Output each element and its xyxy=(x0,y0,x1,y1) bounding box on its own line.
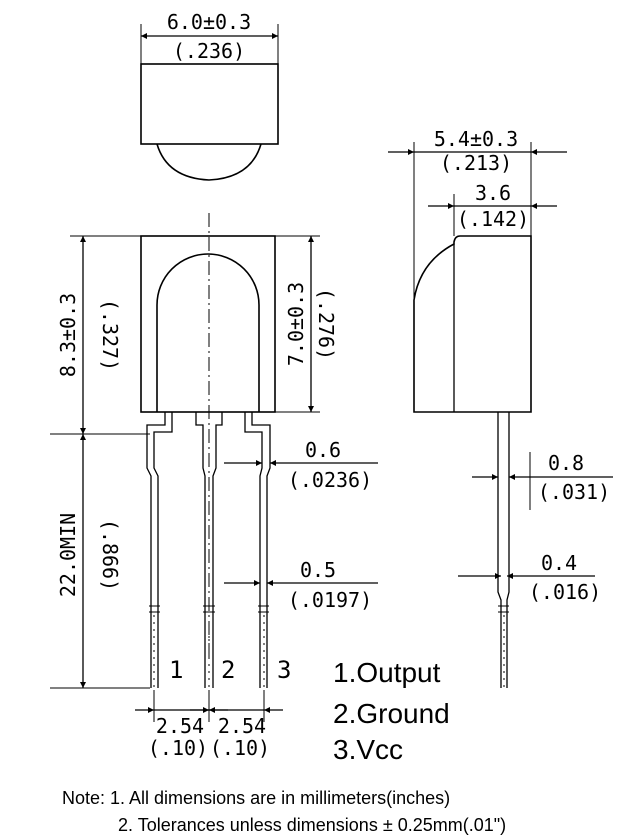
lead-width-lower-mm: 0.5 xyxy=(300,558,336,582)
lead-width-lower-inch: (.0197) xyxy=(288,588,372,612)
front-body xyxy=(140,235,276,413)
lead-1 xyxy=(146,412,173,688)
lead-2 xyxy=(195,412,223,688)
pin-function-list: 1.Output 2.Ground 3.Vcc xyxy=(333,657,450,765)
lead-width-upper-mm: 0.6 xyxy=(305,438,341,462)
pitch-left-inch: (.10) xyxy=(148,736,208,760)
notes: Note: 1. All dimensions are in millimete… xyxy=(62,788,506,835)
lead-3 xyxy=(244,412,271,688)
top-width-inch: (.236) xyxy=(173,39,245,63)
side-lead-lower-inch: (.016) xyxy=(529,580,601,604)
pin-number-1: 1 xyxy=(169,656,183,684)
side-depth-mm: 5.4±0.3 xyxy=(434,127,518,151)
side-lens-inch: (.142) xyxy=(457,207,529,231)
side-lead-lower-mm: 0.4 xyxy=(541,551,577,575)
pitch-left-mm: 2.54 xyxy=(156,714,204,738)
side-lens-mm: 3.6 xyxy=(475,181,511,205)
lens-height-mm: 7.0±0.3 xyxy=(284,282,308,366)
pin-label-output: 1.Output xyxy=(333,657,441,688)
pin-number-2: 2 xyxy=(221,656,235,684)
top-view-lens-dome xyxy=(156,143,262,181)
pitch-right-inch: (.10) xyxy=(210,736,270,760)
side-lead-upper-inch: (.031) xyxy=(538,480,610,504)
pin-number-3: 3 xyxy=(277,656,291,684)
front-lens-dome xyxy=(156,253,260,412)
top-view-body xyxy=(140,63,279,145)
body-height-inch: (.327) xyxy=(98,299,122,371)
lead-width-upper-inch: (.0236) xyxy=(288,468,372,492)
pin-label-ground: 2.Ground xyxy=(333,698,450,729)
lead-length-mm: 22.0MIN xyxy=(56,513,80,597)
top-width-mm: 6.0±0.3 xyxy=(167,10,251,34)
side-depth-inch: (.213) xyxy=(440,151,512,175)
pitch-right-mm: 2.54 xyxy=(218,714,266,738)
side-body xyxy=(413,235,532,413)
note-line-1: Note: 1. All dimensions are in millimete… xyxy=(62,788,450,808)
side-lead xyxy=(497,412,510,688)
side-lead-upper-mm: 0.8 xyxy=(548,451,584,475)
top-view: 6.0±0.3 (.236) xyxy=(140,10,279,181)
note-line-2: 2. Tolerances unless dimensions ± 0.25mm… xyxy=(118,815,506,835)
front-view: 8.3±0.3 (.327) 7.0±0.3 (.276) xyxy=(50,213,378,760)
side-view: 5.4±0.3 (.213) 3.6 (.142) 0.8 (.031) 0.4 xyxy=(388,127,613,688)
lens-height-inch: (.276) xyxy=(314,288,338,360)
body-height-mm: 8.3±0.3 xyxy=(56,293,80,377)
pin-label-vcc: 3.Vcc xyxy=(333,734,403,765)
lead-length-inch: (.866) xyxy=(98,519,122,591)
